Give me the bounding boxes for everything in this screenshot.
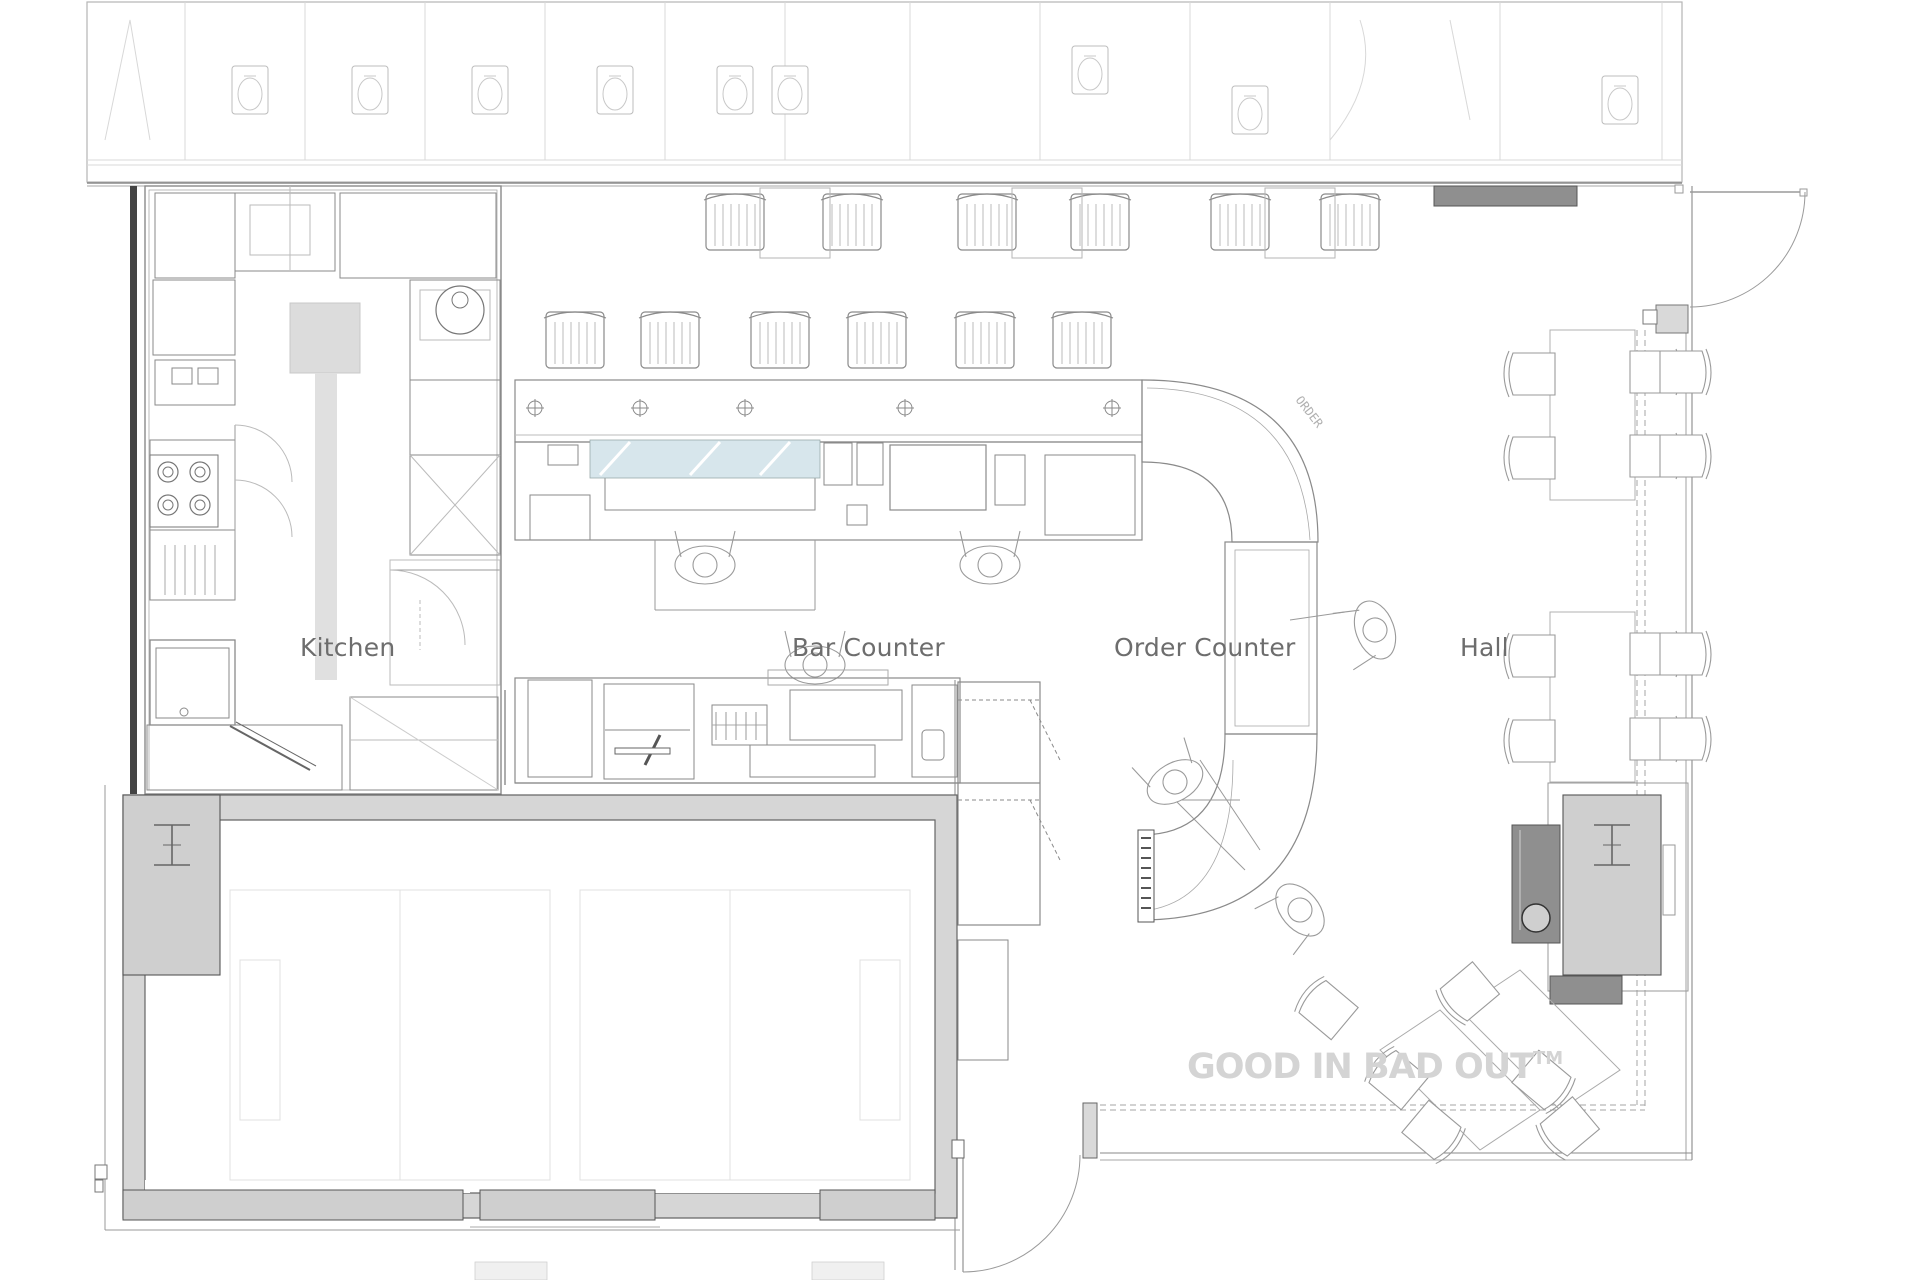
hall-tables	[1549, 329, 1636, 783]
bar-back-counter	[514, 379, 1143, 541]
kitchen-work-table-top	[289, 302, 361, 374]
neighbor-toilets	[231, 45, 1639, 135]
hall-column	[1511, 782, 1689, 1005]
east-column	[1655, 304, 1689, 334]
storage-faded-fixtures	[229, 889, 911, 1181]
bar-side-cabinet	[954, 680, 1061, 1270]
bar-counter-front	[504, 669, 1040, 785]
storage-room	[104, 785, 960, 1231]
brand-watermark: GOOD IN BAD OUTTM	[1187, 1047, 1563, 1087]
order-counter-sign: ORDER	[1293, 393, 1327, 431]
bar-pendant-lights	[526, 399, 1121, 417]
kitchen-range-burners	[149, 454, 219, 528]
room-label-kitchen: Kitchen	[300, 633, 396, 662]
wall-panel-top	[1433, 185, 1578, 207]
stock-pot	[435, 285, 485, 335]
entrance-door-top	[1674, 184, 1808, 308]
order-counter	[1139, 379, 1319, 921]
bar-shelves	[715, 712, 757, 740]
kitchen-west-wall	[130, 186, 137, 794]
room-label-order-counter: Order Counter	[1114, 633, 1296, 662]
kitchen-work-table	[315, 373, 337, 680]
window-tables	[759, 187, 1336, 259]
brand-name: GOOD IN BAD OUT	[1187, 1047, 1534, 1087]
display-glass	[589, 439, 821, 479]
customer-2	[1254, 874, 1335, 956]
svg-text:ORDER: ORDER	[1293, 393, 1327, 431]
neighbor-restrooms	[86, 1, 1683, 183]
cashier-person	[1131, 737, 1212, 815]
brand-trademark: TM	[1533, 1048, 1564, 1069]
window-chairs	[703, 193, 1382, 251]
customer-1	[1332, 594, 1404, 671]
room-label-hall: Hall	[1460, 633, 1509, 662]
room-label-bar-counter: Bar Counter	[792, 633, 945, 662]
bar-stools	[543, 311, 1114, 369]
floor-grates	[474, 1261, 885, 1280]
entrance-door-south	[951, 1102, 1098, 1273]
hall-chairs	[1503, 348, 1712, 765]
